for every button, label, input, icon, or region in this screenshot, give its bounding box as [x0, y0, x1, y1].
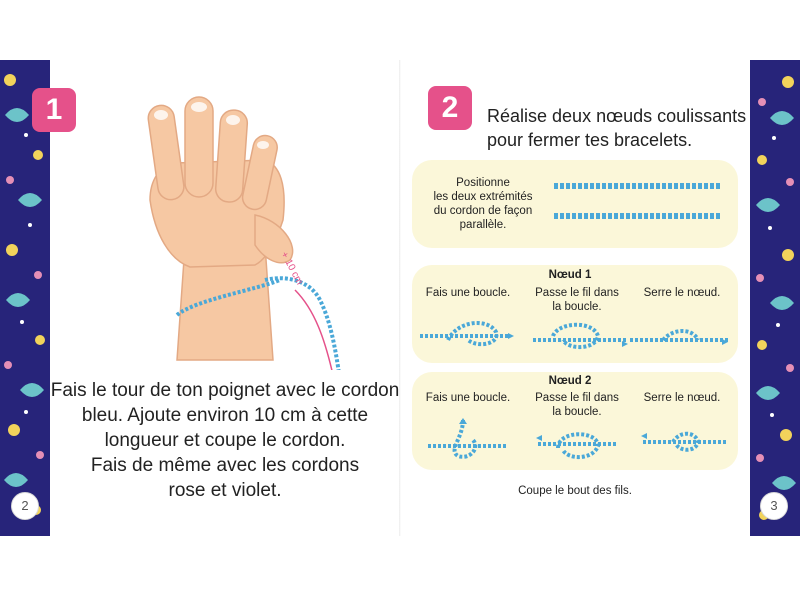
knot-2-panel: [412, 372, 738, 470]
pattern-decoration-icon: [756, 76, 796, 520]
page-gutter: [399, 60, 401, 536]
title-line: Réalise deux nœuds coulissants: [487, 106, 747, 126]
position-line: du cordon de façon: [433, 205, 533, 217]
knot-1-step-b-line: la boucle.: [552, 301, 602, 313]
knot-1-step-b: Passe le fil dans la boucle.: [522, 286, 632, 314]
instruction-line: bleu. Ajoute environ 10 cm à cette: [81, 405, 369, 426]
right-pattern-strip: [750, 60, 800, 536]
knot-1-step-a: Fais une boucle.: [425, 287, 511, 299]
knot-1-title: Nœud 1: [548, 269, 592, 281]
knot-2-step-b: Passe le fil dans la boucle.: [522, 391, 632, 419]
step-1-badge: 1: [32, 88, 76, 132]
instruction-line: Fais le tour de ton poignet avec le cord…: [50, 380, 400, 401]
parallel-cords-icon: [554, 183, 720, 219]
position-line: les deux extrémités: [433, 191, 533, 203]
knot-2-diagram-icon: [428, 418, 728, 459]
knot-2-step-b-line: Passe le fil dans: [535, 392, 619, 404]
position-line: parallèle.: [459, 219, 507, 231]
knot-2-title: Nœud 2: [548, 375, 592, 387]
instruction-line: rose et violet.: [168, 480, 282, 501]
position-panel: [412, 160, 738, 248]
instruction-line: Fais de même avec les cordons: [90, 455, 360, 476]
knot-1-step-b-line: Passe le fil dans: [535, 287, 619, 299]
knot-1-diagram-icon: [420, 320, 728, 349]
wrist-hand-illustration: [147, 96, 341, 370]
knot-2-step-a: Fais une boucle.: [425, 392, 511, 404]
book-spread: 1 + 10 cm Fais le tour de ton poignet av…: [0, 60, 800, 536]
knot-2-step-c: Serre le nœud.: [643, 392, 721, 404]
step-2-badge: 2: [428, 86, 472, 130]
position-line: Positionne: [456, 177, 510, 189]
step-2-title: Réalise deux nœuds coulissants pour ferm…: [487, 104, 747, 152]
knot-1-step-c: Serre le nœud.: [643, 287, 721, 299]
page-number-right: 3: [760, 492, 788, 520]
page-number-left: 2: [11, 492, 39, 520]
knot-2-step-b-line: la boucle.: [552, 406, 602, 418]
instruction-line: longueur et coupe le cordon.: [104, 430, 346, 451]
title-line: pour fermer tes bracelets.: [487, 130, 693, 150]
step-1-instructions: Fais le tour de ton poignet avec le cord…: [50, 378, 400, 503]
footer-note: Coupe le bout des fils.: [518, 485, 632, 497]
position-text: Positionne les deux extrémités du cordon…: [418, 176, 548, 232]
